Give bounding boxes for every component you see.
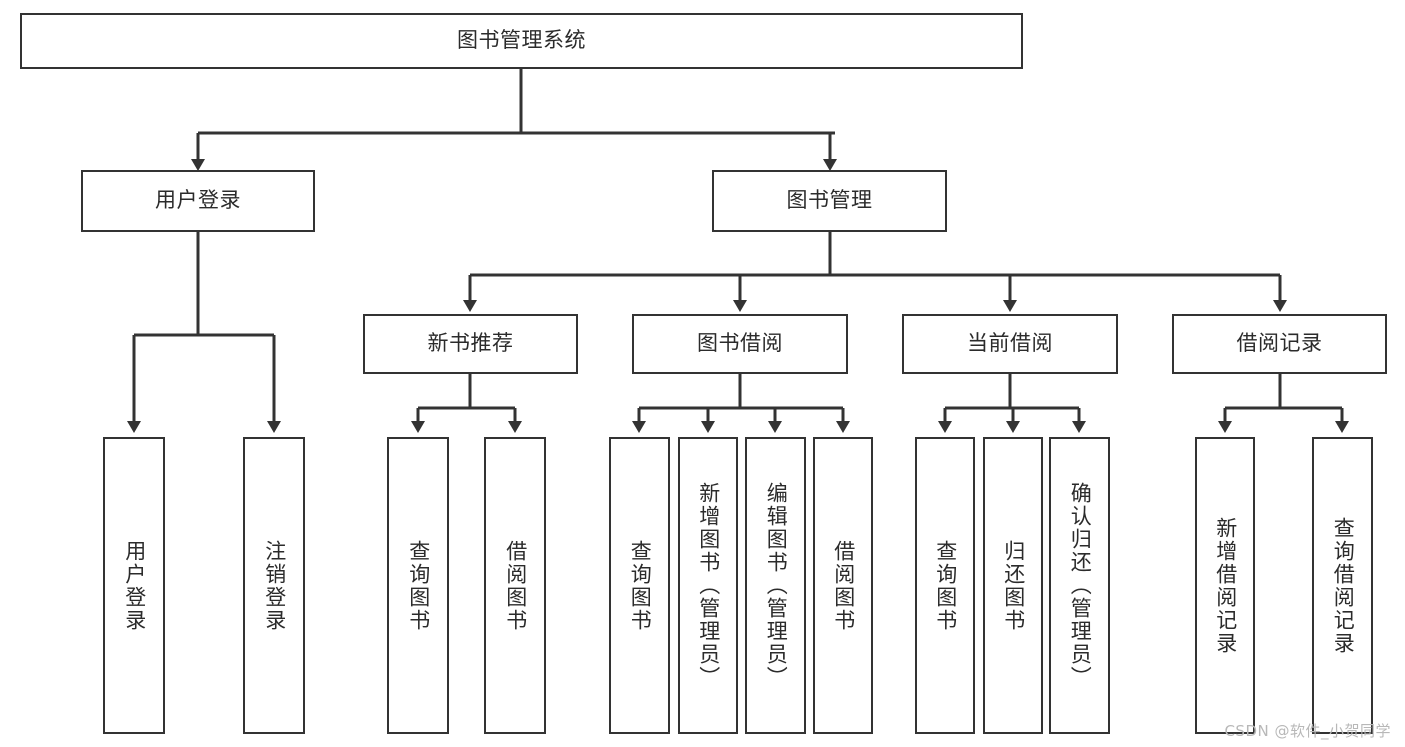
- node-current-borrow-label: 当前借阅: [967, 331, 1053, 356]
- leaf-query-book-current-label: 查询图书: [933, 539, 958, 632]
- leaf-borrow-book[interactable]: 借阅图书: [813, 437, 873, 734]
- leaf-query-book-borrow[interactable]: 查询图书: [609, 437, 670, 734]
- node-root[interactable]: 图书管理系统: [20, 13, 1023, 69]
- leaf-borrow-book-recommend[interactable]: 借阅图书: [484, 437, 546, 734]
- node-borrow-record-label: 借阅记录: [1236, 331, 1323, 356]
- node-book-management[interactable]: 图书管理: [712, 170, 947, 232]
- node-user-login-label: 用户登录: [155, 188, 241, 213]
- leaf-add-book-admin-label: 新增图书（管理员）: [696, 482, 721, 689]
- leaf-query-book-borrow-label: 查询图书: [628, 539, 653, 632]
- leaf-user-login-label: 用户登录: [122, 539, 147, 632]
- leaf-add-book-admin[interactable]: 新增图书（管理员）: [678, 437, 738, 734]
- leaf-return-book-label: 归还图书: [1001, 539, 1026, 632]
- node-root-label: 图书管理系统: [457, 28, 586, 53]
- watermark: CSDN @软件_小贺同学: [1224, 722, 1391, 740]
- leaf-return-book[interactable]: 归还图书: [983, 437, 1043, 734]
- leaf-query-borrow-record-label: 查询借阅记录: [1331, 516, 1356, 655]
- node-book-management-label: 图书管理: [786, 188, 873, 213]
- leaf-query-book-recommend[interactable]: 查询图书: [387, 437, 449, 734]
- leaf-confirm-return-admin[interactable]: 确认归还（管理员）: [1049, 437, 1110, 734]
- leaf-logout[interactable]: 注销登录: [243, 437, 305, 734]
- leaf-add-borrow-record[interactable]: 新增借阅记录: [1195, 437, 1255, 734]
- node-borrow-record[interactable]: 借阅记录: [1172, 314, 1387, 374]
- leaf-query-book-current[interactable]: 查询图书: [915, 437, 975, 734]
- leaf-edit-book-admin[interactable]: 编辑图书（管理员）: [745, 437, 806, 734]
- node-new-book-recommend[interactable]: 新书推荐: [363, 314, 578, 374]
- leaf-user-login[interactable]: 用户登录: [103, 437, 165, 734]
- node-new-book-recommend-label: 新书推荐: [427, 331, 514, 356]
- leaf-query-borrow-record[interactable]: 查询借阅记录: [1312, 437, 1373, 734]
- leaf-borrow-book-label: 借阅图书: [831, 539, 856, 632]
- leaf-query-book-recommend-label: 查询图书: [406, 539, 431, 632]
- node-user-login[interactable]: 用户登录: [81, 170, 315, 232]
- leaf-edit-book-admin-label: 编辑图书（管理员）: [764, 482, 789, 689]
- node-book-borrow[interactable]: 图书借阅: [632, 314, 848, 374]
- node-book-borrow-label: 图书借阅: [697, 331, 783, 356]
- node-current-borrow[interactable]: 当前借阅: [902, 314, 1118, 374]
- leaf-confirm-return-admin-label: 确认归还（管理员）: [1068, 482, 1093, 689]
- leaf-borrow-book-recommend-label: 借阅图书: [503, 539, 528, 632]
- leaf-logout-label: 注销登录: [262, 539, 287, 632]
- leaf-add-borrow-record-label: 新增借阅记录: [1213, 516, 1238, 655]
